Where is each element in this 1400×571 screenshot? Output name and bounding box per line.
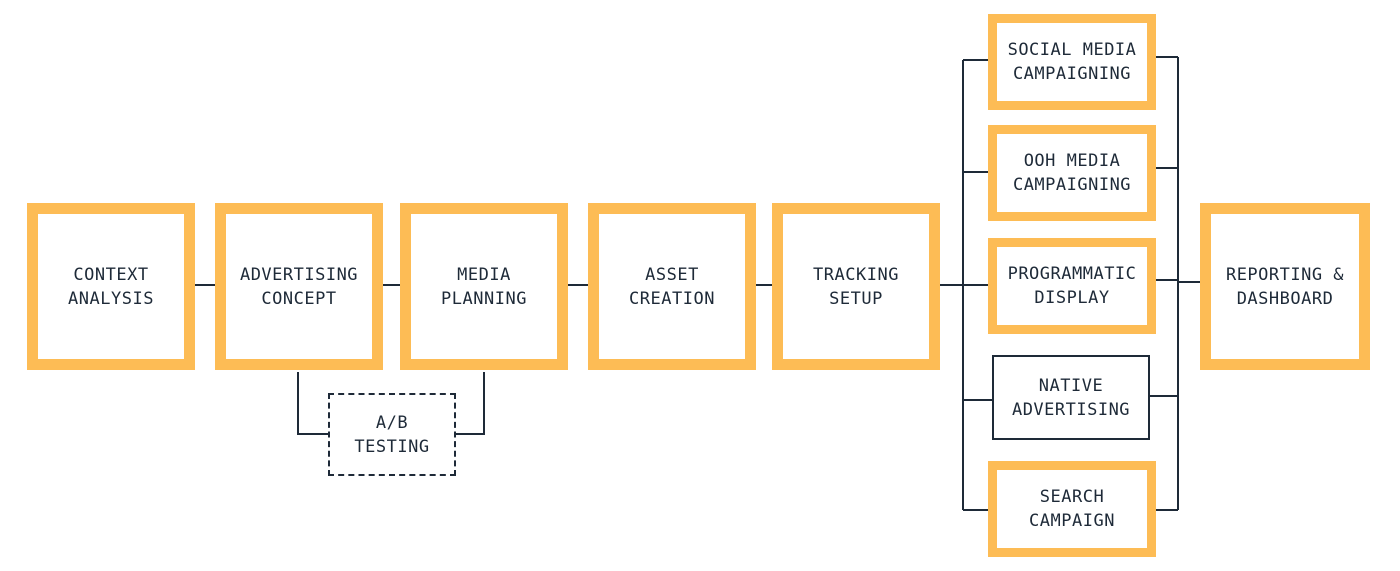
node-asset-creation: ASSET CREATION — [588, 203, 756, 370]
node-ooh-media-campaigning: OOH MEDIA CAMPAIGNING — [988, 125, 1156, 221]
node-native-advertising: NATIVE ADVERTISING — [992, 355, 1150, 440]
node-search-campaign: SEARCH CAMPAIGN — [988, 461, 1156, 557]
ab-testing-connector — [297, 372, 328, 435]
node-ab-testing: A/B TESTING — [328, 393, 456, 476]
node-context-analysis: CONTEXT ANALYSIS — [27, 203, 195, 370]
node-programmatic-display: PROGRAMMATIC DISPLAY — [988, 238, 1156, 334]
node-tracking-setup: TRACKING SETUP — [772, 203, 940, 370]
ab-testing-connector — [455, 372, 485, 435]
node-media-planning: MEDIA PLANNING — [400, 203, 568, 370]
node-reporting-dashboard: REPORTING & DASHBOARD — [1200, 203, 1370, 370]
node-advertising-concept: ADVERTISING CONCEPT — [215, 203, 383, 370]
node-social-media-campaigning: SOCIAL MEDIA CAMPAIGNING — [988, 14, 1156, 110]
